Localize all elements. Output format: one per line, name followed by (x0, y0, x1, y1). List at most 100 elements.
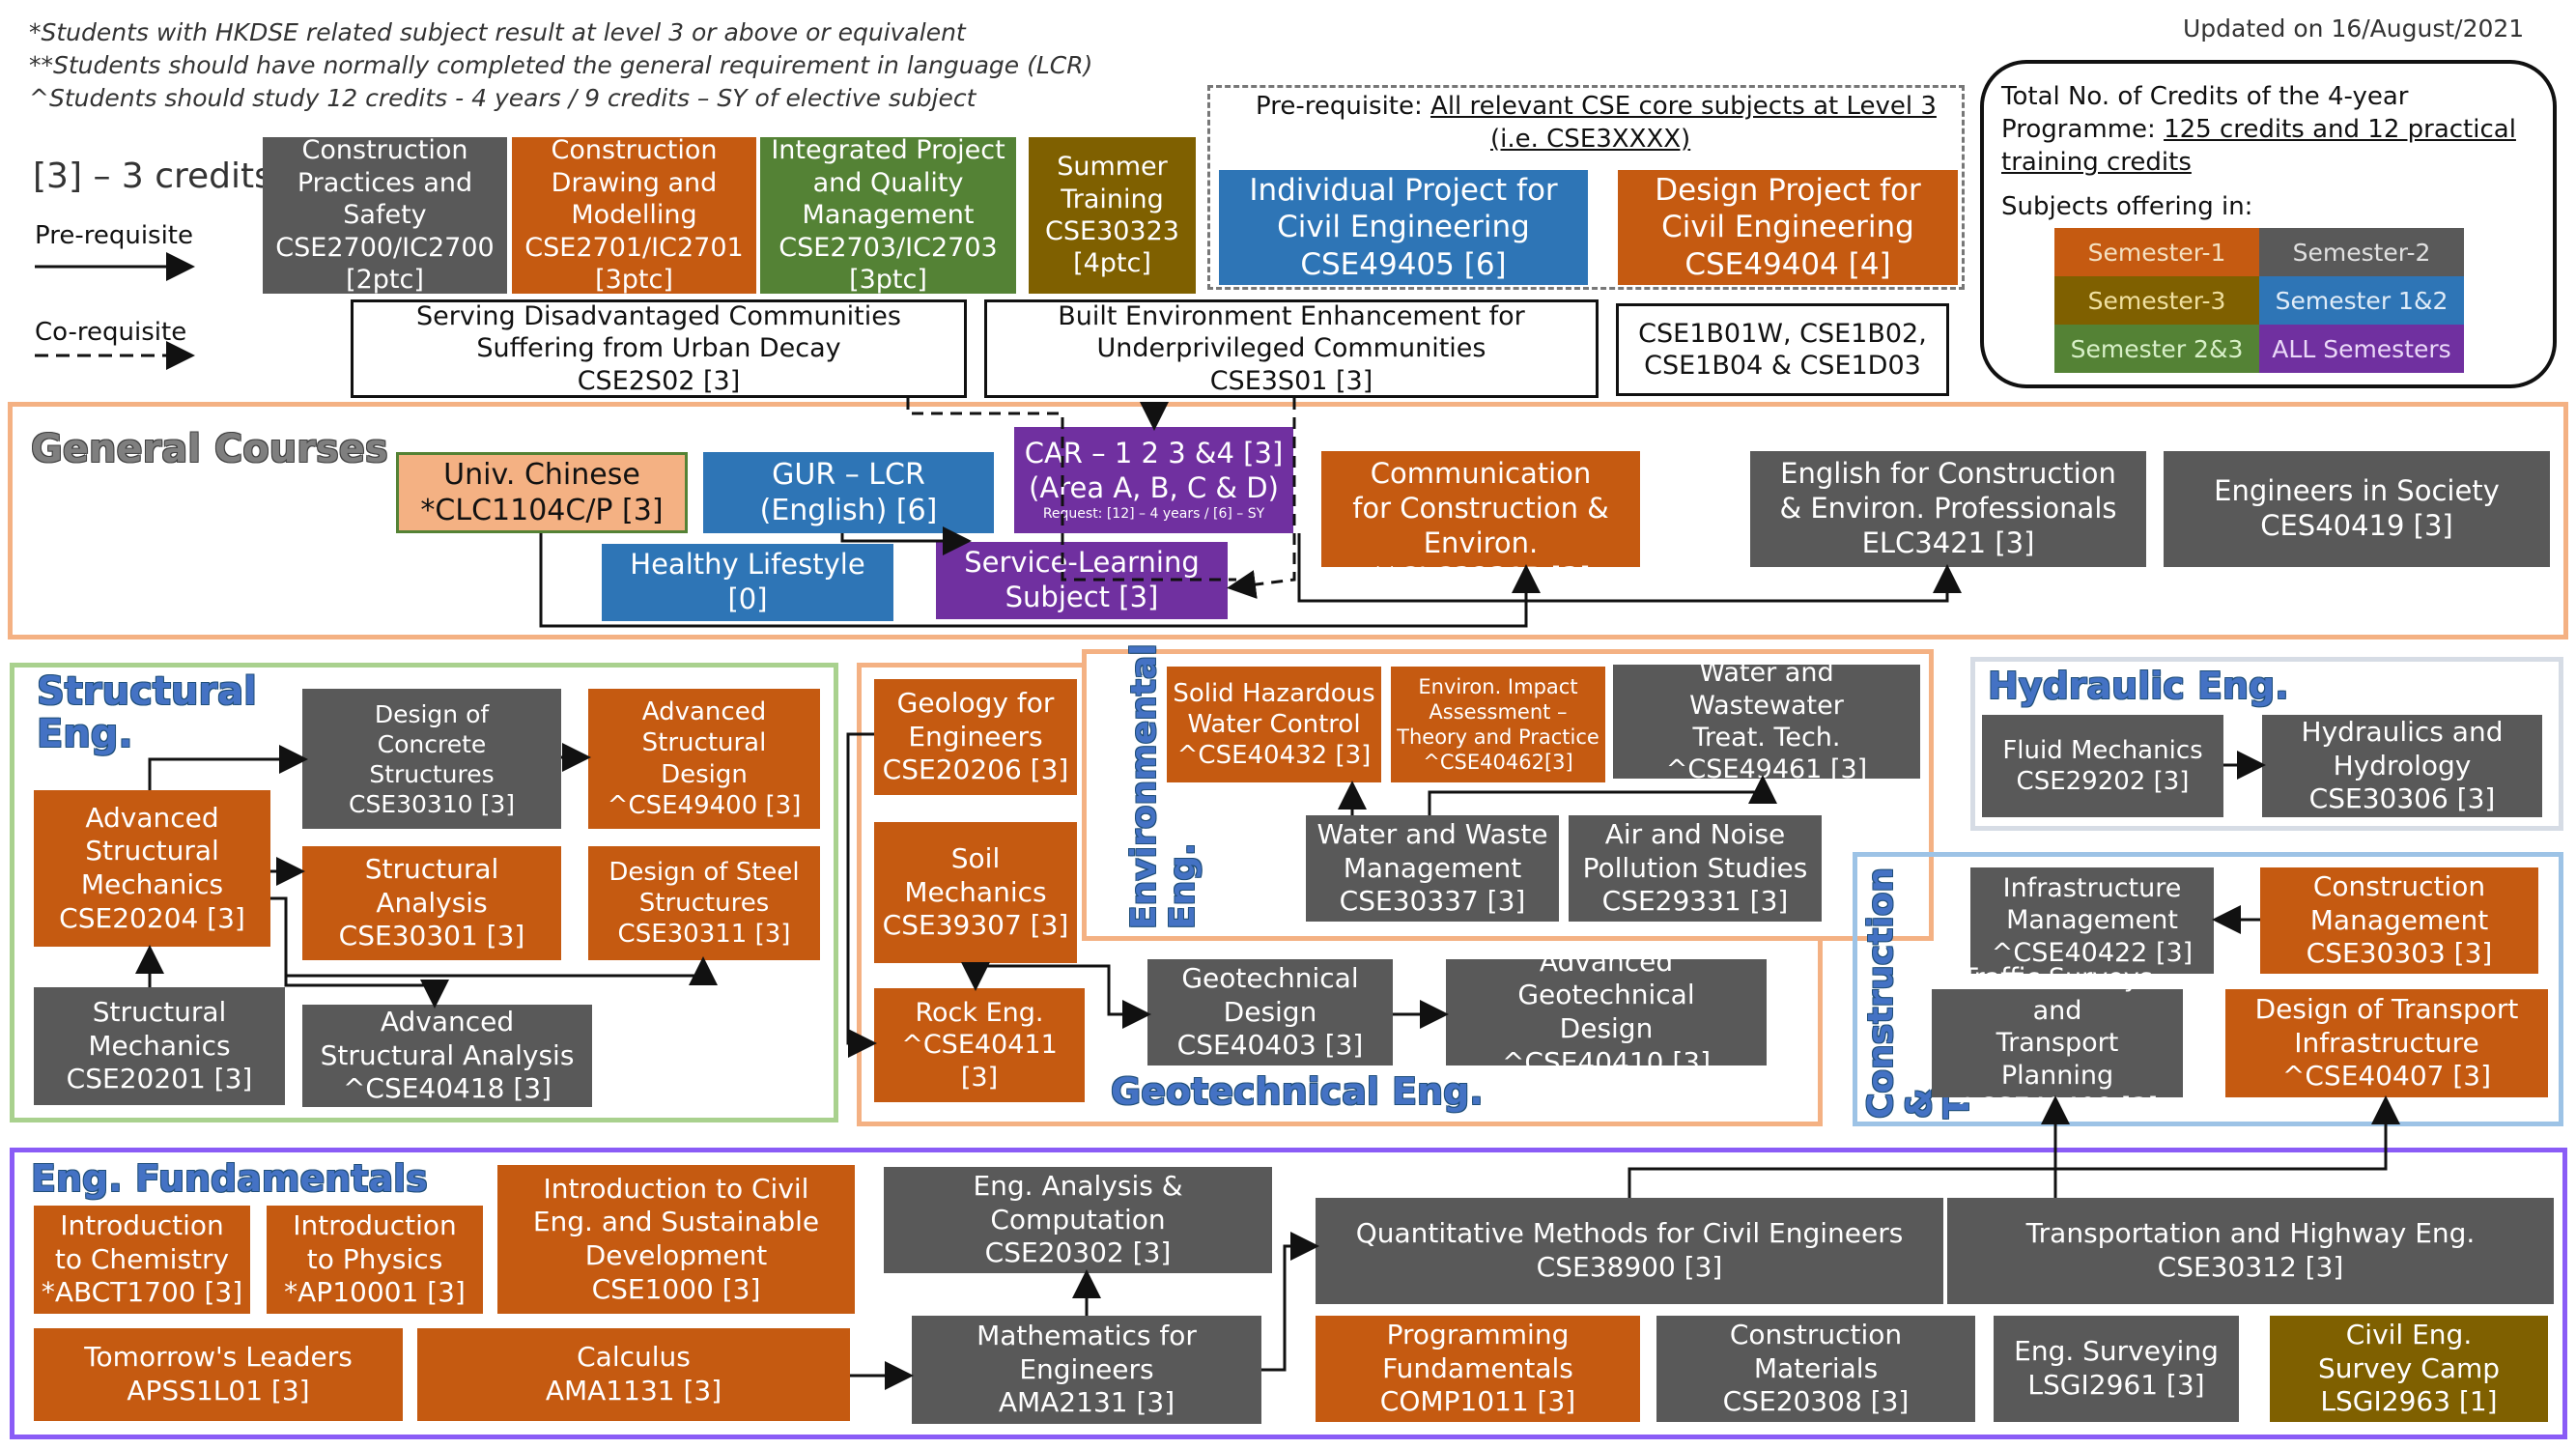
course-cse30301[interactable]: Structural Analysis CSE30301 [3] (302, 846, 561, 960)
project-prerequisite-text: Pre-requisite: All relevant CSE core sub… (1256, 91, 1937, 123)
course-cse30323[interactable]: Summer Training CSE30323 [4ptc] (1029, 137, 1196, 294)
arrow-gur-to-english (1297, 533, 1962, 603)
arrow-advmech-to-advanalysis (270, 896, 449, 1009)
totals-line2: Programme: 125 credits and 12 practical (2001, 114, 2516, 146)
totals-line1: Total No. of Credits of the 4-year (2001, 82, 2409, 111)
project-prereq-subjects: All relevant CSE core subjects at Level … (1430, 92, 1937, 121)
car-requirement: Request: [12] – 4 years / [6] – SY (1042, 506, 1265, 523)
car-label: CAR – 1 2 3 &4 [3] (Area A, B, C & D) (1024, 437, 1284, 505)
arrow-chinese-to-chcomm (539, 533, 1541, 628)
legend-semester-2-3: Semester 2&3 (2054, 325, 2259, 373)
course-cse2701[interactable]: Construction Drawing and Modelling CSE27… (512, 135, 756, 295)
course-cse30312[interactable]: Transportation and Highway Eng. CSE30312… (1947, 1198, 2554, 1304)
course-car[interactable]: CAR – 1 2 3 &4 [3] (Area A, B, C & D) Re… (1014, 427, 1293, 533)
course-cse2703[interactable]: Integrated Project and Quality Managemen… (760, 135, 1016, 295)
course-cse29202[interactable]: Fluid Mechanics CSE29202 [3] (1982, 715, 2223, 817)
corequisite-cse2s02 (906, 398, 1236, 582)
course-cse30303[interactable]: Construction Management CSE30303 [3] (2260, 867, 2538, 974)
course-cse49405[interactable]: Individual Project for Civil Engineering… (1219, 170, 1588, 285)
course-elc3421[interactable]: English for Construction & Environ. Prof… (1750, 451, 2146, 567)
course-cse30311[interactable]: Design of Steel Structures CSE30311 [3] (588, 846, 820, 960)
course-apss1l01[interactable]: Tomorrow's Leaders APSS1L01 [3] (34, 1328, 403, 1421)
arrow-wwm-to-wwt (1428, 775, 1777, 815)
course-cse20201[interactable]: Structural Mechanics CSE20201 [3] (34, 987, 285, 1105)
hydraulic-eng-title: Hydraulic Eng. (1988, 665, 2289, 707)
course-cse3s01[interactable]: Built Environment Enhancement for Underp… (984, 299, 1599, 398)
course-gur-lcr[interactable]: GUR – LCR (English) [6] (703, 452, 994, 533)
general-courses-frame (8, 402, 2568, 639)
course-clc1104[interactable]: Univ. Chinese *CLC1104C/P [3] (396, 452, 688, 533)
course-cse30337[interactable]: Water and Waste Management CSE30337 [3] (1306, 815, 1559, 922)
course-lsgi2961[interactable]: Eng. Surveying LSGI2961 [3] (1994, 1316, 2239, 1422)
structural-eng-title: Structural Eng. (37, 669, 257, 756)
totals-legend-frame (1980, 60, 2557, 388)
course-cse29331[interactable]: Air and Noise Pollution Studies CSE29331… (1569, 815, 1822, 922)
arrow-gur-to-service (840, 526, 972, 555)
course-cse40422[interactable]: Infrastructure Management ^CSE40422 [3] (1970, 867, 2214, 974)
course-cse40432[interactable]: Solid Hazardous Water Control ^CSE40432 … (1167, 667, 1381, 782)
course-abct1700[interactable]: Introduction to Chemistry *ABCT1700 [3] (34, 1206, 250, 1314)
eng-fundamentals-title: Eng. Fundamentals (31, 1157, 428, 1200)
totals-programme-label: Programme: (2001, 115, 2165, 144)
project-prereq-code: (i.e. CSE3XXXX) (1490, 125, 1691, 154)
course-cse49461[interactable]: Water and Wastewater Treat. Tech. ^CSE49… (1613, 658, 1920, 784)
structural-eng-frame (10, 663, 838, 1122)
general-courses-title: General Courses (31, 427, 388, 471)
course-cse49400[interactable]: Advanced Structural Design ^CSE49400 [3] (588, 689, 820, 829)
course-cse39307[interactable]: Soil Mechanics CSE39307 [3] (874, 822, 1077, 963)
course-ap10001[interactable]: Introduction to Physics *AP10001 [3] (267, 1206, 483, 1314)
prerequisite-key-label: Pre-requisite (35, 221, 193, 250)
course-cse40462[interactable]: Environ. Impact Assessment – Theory and … (1391, 667, 1605, 782)
corequisite-key-label: Co-requisite (35, 318, 187, 347)
eng-fundamentals-frame (10, 1148, 2567, 1439)
hydraulic-eng-frame (1970, 657, 2563, 831)
course-cse49404[interactable]: Design Project for Civil Engineering CSE… (1618, 170, 1958, 285)
course-cse1000[interactable]: Introduction to Civil Eng. and Sustainab… (497, 1165, 855, 1314)
course-cse20204[interactable]: Advanced Structural Mechanics CSE20204 [… (34, 790, 270, 947)
arrow-geology-to-rock (846, 732, 877, 1058)
course-comp1011[interactable]: Programming Fundamentals COMP1011 [3] (1316, 1316, 1640, 1422)
legend-semester-2: Semester-2 (2259, 228, 2464, 276)
course-lsgi2963[interactable]: Civil Eng. Survey Camp LSGI2963 [1] (2270, 1316, 2548, 1422)
course-cse2s02[interactable]: Serving Disadvantaged Communities Suffer… (351, 299, 967, 398)
course-cse30310[interactable]: Design of Concrete Structures CSE30310 [… (302, 689, 561, 829)
course-ama2131[interactable]: Mathematics for Engineers AMA2131 [3] (912, 1316, 1261, 1424)
construction-trans-frame (1853, 852, 2563, 1126)
totals-line3: training credits (2001, 148, 2192, 177)
project-prereq-label: Pre-requisite: (1256, 92, 1431, 121)
course-healthy-lifestyle[interactable]: Healthy Lifestyle [0] (602, 544, 893, 621)
link-quant-up (1628, 1167, 2055, 1198)
course-cse1b-group[interactable]: CSE1B01W, CSE1B02, CSE1B04 & CSE1D03 (1616, 303, 1949, 396)
updated-date: Updated on 16/August/2021 (2183, 14, 2525, 43)
course-ces40419[interactable]: Engineers in Society CES40419 [3] (2164, 451, 2550, 567)
credits-key: [3] – 3 credits (33, 156, 272, 196)
course-cse40407[interactable]: Design of Transport Infrastructure ^CSE4… (2225, 989, 2548, 1097)
course-cse40411[interactable]: Rock Eng. ^CSE40411 [3] (874, 988, 1085, 1102)
arrow-to-steel (286, 956, 718, 985)
course-cse40403[interactable]: Geotechnical Design CSE40403 [3] (1147, 959, 1393, 1065)
course-ama1131[interactable]: Calculus AMA1131 [3] (417, 1328, 850, 1421)
arrow-soil-to-geodesign (974, 963, 1151, 1029)
arrow-advmech-to-concrete (148, 745, 308, 790)
arrow-maths-to-quant (1261, 1232, 1319, 1372)
note-elective: ^Students should study 12 credits - 4 ye… (29, 84, 977, 112)
course-cse40418[interactable]: Advanced Structural Analysis ^CSE40418 [… (302, 1005, 592, 1107)
offering-label: Subjects offering in: (2001, 192, 2253, 221)
arrow-to-tinfra (2055, 1095, 2400, 1171)
corequisite-cse3s01 (1227, 398, 1296, 599)
course-cse2700[interactable]: Construction Practices and Safety CSE270… (263, 135, 507, 295)
final-year-project-frame (1207, 85, 1965, 290)
legend-semester-1-2: Semester 1&2 (2259, 276, 2464, 325)
totals-credits: 125 credits and 12 practical (2164, 115, 2516, 144)
legend-semester-1: Semester-1 (2054, 228, 2259, 276)
course-cse20206[interactable]: Geology for Engineers CSE20206 [3] (874, 679, 1077, 795)
course-cse38900[interactable]: Quantitative Methods for Civil Engineers… (1316, 1198, 1943, 1304)
course-cse20302[interactable]: Eng. Analysis & Computation CSE20302 [3] (884, 1167, 1272, 1273)
course-cse30306[interactable]: Hydraulics and Hydrology CSE30306 [3] (2262, 715, 2542, 817)
note-lcr: **Students should have normally complete… (29, 51, 1093, 79)
course-cse20308[interactable]: Construction Materials CSE20308 [3] (1656, 1316, 1975, 1422)
course-service-learning[interactable]: Service-Learning Subject [3] (936, 542, 1228, 619)
legend-semester-3: Semester-3 (2054, 276, 2259, 325)
